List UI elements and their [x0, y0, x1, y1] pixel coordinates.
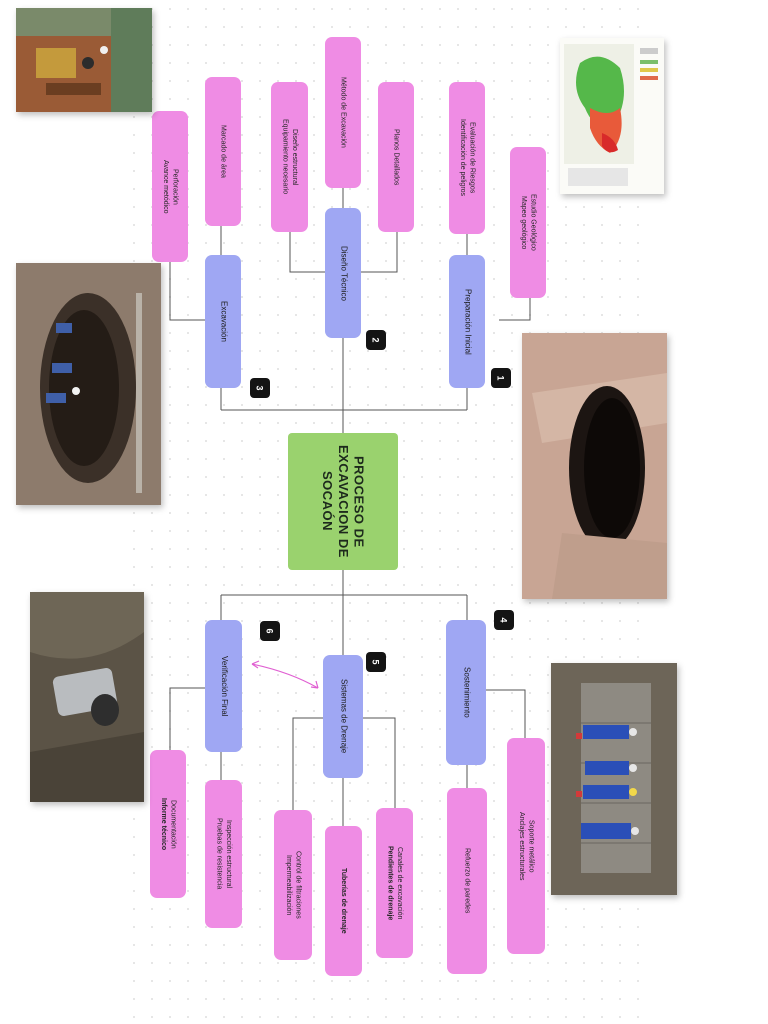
- node-planos-detallados[interactable]: Planos Detallados: [378, 82, 414, 232]
- step-badge-1: 1: [491, 368, 511, 388]
- node-canales-excavacion[interactable]: Canales de excavación Pendientes de dren…: [376, 808, 413, 958]
- branch-label: Sostenimiento: [462, 667, 472, 718]
- node-tuberias-drenaje[interactable]: Tuberías de drenaje: [325, 826, 362, 976]
- step-badge-2: 2: [366, 330, 386, 350]
- node-refuerzo-paredes[interactable]: Refuerzo de paredes: [447, 788, 487, 974]
- photo-workers-pit: [16, 263, 161, 505]
- node-diseno-estructural[interactable]: Diseño estructural Equipamiento necesari…: [271, 82, 308, 232]
- photo-workers-tunnel: [551, 663, 677, 895]
- step-badge-5: 5: [366, 652, 386, 672]
- node-marcado-area[interactable]: Marcado de área: [205, 77, 241, 226]
- photo-drainage-pipe: [30, 592, 144, 802]
- central-line-1: PROCESO DE: [351, 455, 367, 548]
- central-line-3: SOCAÓN: [320, 471, 336, 532]
- photo-construction-site: [16, 8, 152, 112]
- branch-label: Excavación: [219, 301, 229, 342]
- branch-excavacion[interactable]: Excavación: [205, 255, 241, 388]
- branch-diseno-tecnico[interactable]: Diseño Técnico: [325, 208, 361, 338]
- photo-geological-map: [560, 38, 664, 194]
- node-documentacion[interactable]: Documentación Informe técnico: [150, 750, 186, 898]
- branch-label: Preparación Inicial: [463, 288, 473, 355]
- branch-preparacion-inicial[interactable]: Preparación Inicial: [449, 255, 485, 388]
- branch-verificacion-final[interactable]: Verificación Final: [205, 620, 242, 752]
- branch-sostenimiento[interactable]: Sostenimiento: [446, 620, 486, 765]
- node-estudio-geologico[interactable]: Estudio Geológico Mapeo geológico: [510, 147, 546, 298]
- node-perforacion[interactable]: Perforación Avance metódico: [152, 111, 188, 262]
- branch-label: Diseño Técnico: [339, 245, 349, 301]
- node-evaluacion-riesgos[interactable]: Evaluación de Riesgos Identificación de …: [449, 82, 485, 234]
- branch-label: Sistemas de Drenaje: [339, 679, 349, 754]
- node-control-filtraciones[interactable]: Control de filtraciones Impermeabilizaci…: [274, 810, 312, 960]
- node-soporte-metalico[interactable]: Soporte metálico Anclajes estructurales: [507, 738, 545, 954]
- step-badge-3: 3: [250, 378, 270, 398]
- branch-sistemas-drenaje[interactable]: Sistemas de Drenaje: [323, 655, 363, 778]
- step-badge-6: 6: [260, 621, 280, 641]
- branch-label: Verificación Final: [219, 655, 229, 717]
- step-badge-4: 4: [494, 610, 514, 630]
- photo-tunnel-entrance: [522, 333, 667, 599]
- node-inspeccion-estructural[interactable]: Inspección estructural Pruebas de resist…: [205, 780, 242, 928]
- node-metodo-excavacion[interactable]: Método de Excavación: [325, 37, 361, 188]
- central-topic[interactable]: PROCESO DE EXCAVACION DE SOCAÓN: [288, 433, 398, 570]
- central-line-2: EXCAVACION DE: [335, 445, 351, 558]
